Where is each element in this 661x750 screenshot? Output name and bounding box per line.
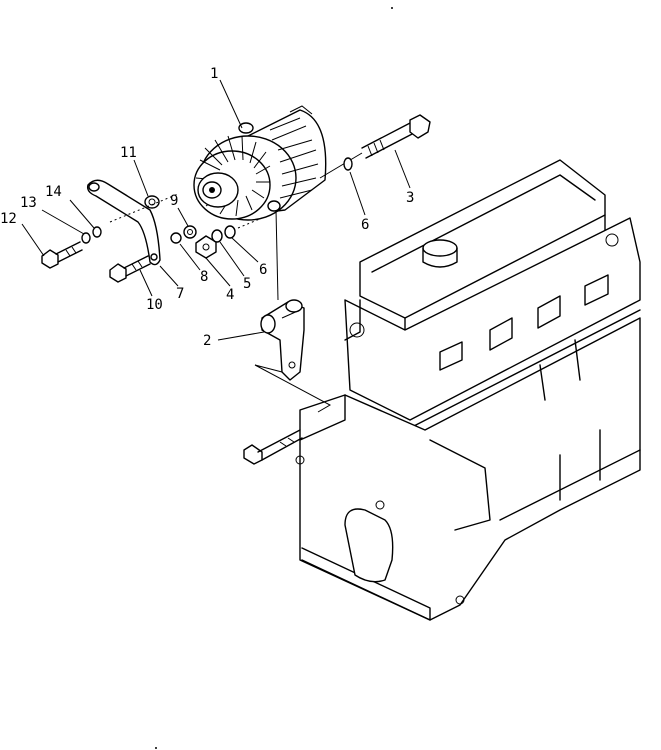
washer-stack (170, 225, 236, 259)
callout-3: 3 (406, 190, 414, 206)
adjusting-bolt (41, 226, 102, 269)
callout-8: 8 (200, 269, 208, 285)
callout-6-left: 6 (259, 262, 267, 278)
callout-6-right: 6 (361, 217, 369, 233)
mounting-bolt (243, 429, 303, 465)
callout-5: 5 (243, 276, 251, 292)
callout-13: 13 (20, 195, 37, 211)
callout-9: 9 (170, 193, 178, 209)
engine-block (295, 159, 641, 621)
callout-11: 11 (120, 145, 137, 161)
callout-7: 7 (176, 286, 184, 302)
speck (155, 747, 157, 749)
callout-12: 12 (0, 211, 17, 227)
washer-right (343, 157, 353, 171)
callout-2: 2 (203, 333, 211, 349)
leader-lines (21, 79, 411, 341)
callout-14: 14 (45, 184, 62, 200)
pivot-bolt (109, 255, 151, 283)
callout-4: 4 (226, 287, 234, 303)
callout-10: 10 (146, 297, 163, 313)
callout-1: 1 (210, 66, 218, 82)
long-bolt (319, 114, 431, 179)
alternator (193, 105, 327, 221)
alternator-bracket (260, 299, 305, 381)
speck (391, 7, 393, 9)
adjusting-strap (86, 179, 161, 266)
